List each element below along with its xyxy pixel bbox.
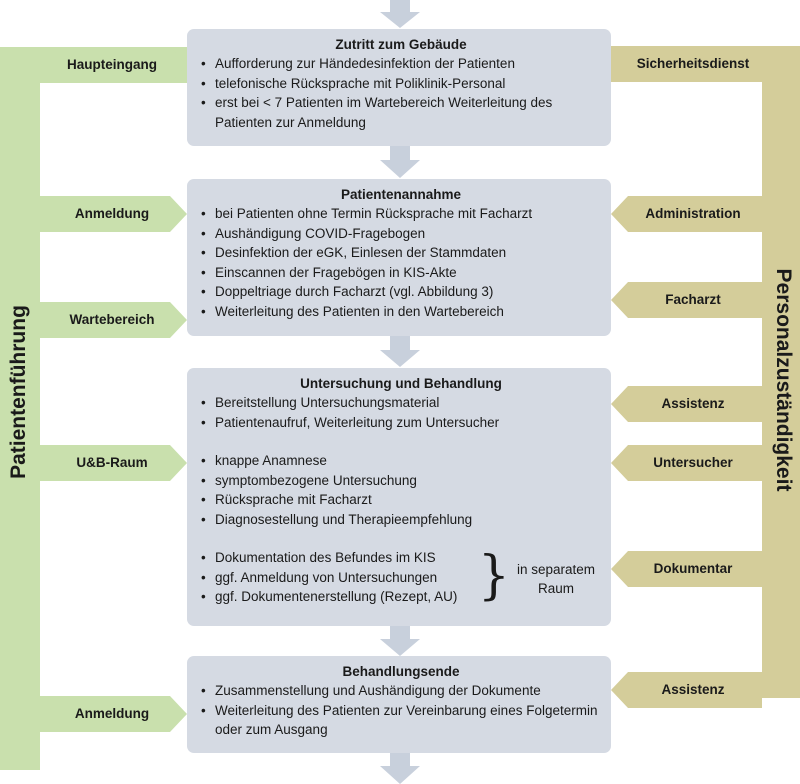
- list-item: ggf. Dokumentenerstellung (Rezept, AU): [201, 587, 601, 607]
- left-label-anmeldung: Anmeldung: [74, 206, 150, 221]
- flow-arrow-3: [380, 626, 420, 656]
- list-item: Weiterleitung des Patienten in den Warte…: [201, 302, 601, 322]
- list-item: Desinfektion der eGK, Einlesen der Stamm…: [201, 243, 601, 263]
- list-item: Aushändigung COVID-Fragebogen: [201, 224, 601, 244]
- box-zutritt-list: Aufforderung zur Händedesinfektion der P…: [201, 54, 601, 132]
- box-untersuchung-list-3: Dokumentation des Befundes im KIS ggf. A…: [201, 548, 601, 607]
- left-arrow-anmeldung: [40, 196, 187, 232]
- right-vertical-title: Personalzuständigkeit: [772, 268, 795, 492]
- box-untersuchung-list-2: knappe Anamnese symptombezogene Untersuc…: [201, 451, 601, 529]
- right-arrow-facharzt: [611, 282, 762, 318]
- left-label-ub-raum: U&B-Raum: [76, 455, 148, 470]
- list-item: telefonische Rücksprache mit Poliklinik-…: [201, 74, 601, 94]
- list-item: symptombezogene Untersuchung: [201, 471, 601, 491]
- flow-arrow-bottom: [380, 753, 420, 784]
- right-arrow-assistenz: [611, 386, 762, 422]
- box-behandlungsende: Behandlungsende Zusammenstellung und Aus…: [187, 656, 611, 753]
- right-label-administration: Administration: [645, 206, 741, 221]
- flow-arrow-top: [380, 0, 420, 28]
- list-item: Doppeltriage durch Facharzt (vgl. Abbild…: [201, 282, 601, 302]
- box-behandlungsende-list: Zusammenstellung und Aushändigung der Do…: [201, 681, 601, 740]
- right-arrow-assistenz-2: [611, 672, 762, 708]
- list-item: Zusammenstellung und Aushändigung der Do…: [201, 681, 601, 701]
- curly-brace: }: [478, 544, 510, 606]
- right-arrow-untersucher: [611, 445, 762, 481]
- list-item: Diagnosestellung und Therapieempfehlung: [201, 510, 601, 530]
- left-label-anmeldung-2: Anmeldung: [74, 706, 150, 721]
- left-arrow-wartebereich: [40, 302, 187, 338]
- list-item: Rücksprache mit Facharzt: [201, 490, 601, 510]
- box-zutritt-title: Zutritt zum Gebäude: [335, 37, 467, 52]
- right-label-untersucher: Untersucher: [653, 455, 733, 470]
- box-patientenannahme-list: bei Patienten ohne Termin Rücksprache mi…: [201, 204, 601, 321]
- left-arrow-anmeldung-2: [40, 696, 187, 732]
- box-untersuchung-list-1: Bereitstellung Untersuchungsmaterial Pat…: [201, 393, 601, 432]
- list-item: Weiterleitung des Patienten zur Vereinba…: [201, 701, 601, 740]
- list-item: Einscannen der Fragebögen in KIS-Akte: [201, 263, 601, 283]
- right-arrow-sicherheitsdienst: [611, 46, 762, 82]
- left-frame: [0, 47, 187, 770]
- list-item: erst bei < 7 Patienten im Wartebereich W…: [201, 93, 601, 132]
- list-item: Dokumentation des Befundes im KIS: [201, 548, 601, 568]
- box-untersuchung-title: Untersuchung und Behandlung: [300, 376, 502, 391]
- flow-arrow-2: [380, 336, 420, 367]
- flow-arrow-1: [380, 146, 420, 178]
- right-label-facharzt: Facharzt: [665, 292, 721, 307]
- box-zutritt: Zutritt zum Gebäude Aufforderung zur Hän…: [187, 29, 611, 146]
- list-item: Patientenaufruf, Weiterleitung zum Unter…: [201, 413, 601, 433]
- left-label-haupteingang: Haupteingang: [67, 57, 157, 72]
- right-label-dokumentar: Dokumentar: [653, 561, 733, 576]
- box-untersuchung: Untersuchung und Behandlung Bereitstellu…: [187, 368, 611, 626]
- left-vertical-title: Patientenführung: [7, 305, 30, 479]
- list-item: Bereitstellung Untersuchungsmaterial: [201, 393, 601, 413]
- right-frame: [611, 46, 800, 698]
- right-label-assistenz-2: Assistenz: [661, 682, 725, 697]
- right-arrow-dokumentar: [611, 551, 762, 587]
- right-label-assistenz: Assistenz: [661, 396, 725, 411]
- box-patientenannahme: Patientenannahme bei Patienten ohne Term…: [187, 179, 611, 336]
- right-label-sicherheitsdienst: Sicherheitsdienst: [636, 56, 750, 71]
- list-item: ggf. Anmeldung von Untersuchungen: [201, 568, 601, 588]
- left-arrow-haupteingang: [40, 47, 187, 83]
- box-behandlungsende-title: Behandlungsende: [342, 664, 460, 679]
- left-arrow-ub-raum: [40, 445, 187, 481]
- right-arrow-administration: [611, 196, 762, 232]
- box-patientenannahme-title: Patientenannahme: [340, 187, 462, 202]
- left-label-wartebereich: Wartebereich: [69, 312, 155, 327]
- list-item: knappe Anamnese: [201, 451, 601, 471]
- brace-note: in separatem Raum: [516, 562, 596, 596]
- list-item: Aufforderung zur Händedesinfektion der P…: [201, 54, 601, 74]
- list-item: bei Patienten ohne Termin Rücksprache mi…: [201, 204, 601, 224]
